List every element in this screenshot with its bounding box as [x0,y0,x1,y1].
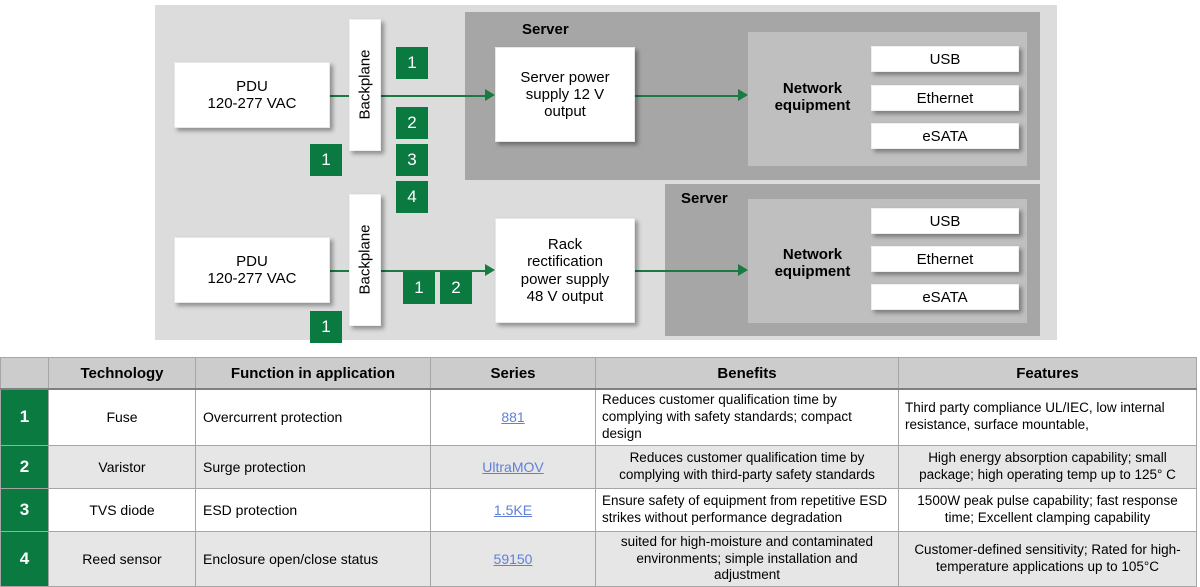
pdu-box-top: PDU 120-277 VAC [174,62,330,128]
arrow-rack-psu [485,264,495,276]
row-index-badge: 2 [0,444,49,489]
cell-features: High energy absorption capability; small… [898,444,1197,489]
wire-pdu-to-backplane-bottom [330,270,360,272]
col-header-features: Features [898,357,1197,390]
cell-series[interactable]: UltraMOV [430,444,596,489]
arrow-network-bottom [738,264,748,276]
psu-top-line2: supply 12 V [525,85,605,103]
cell-function: ESD protection [195,487,431,532]
network-equipment-label-bottom: Network equipment [755,246,870,281]
rack-rectification-psu-box: Rack rectification power supply 48 V out… [495,218,635,323]
wire-rack-to-network-bottom [635,270,745,272]
cell-series[interactable]: 1.5KE [430,487,596,532]
badge-rack-in-1: 1 [403,272,435,304]
table-row: 1 Fuse Overcurrent protection 881 Reduce… [0,388,1197,446]
cell-technology: Varistor [48,444,196,489]
badge-backplane-1: 1 [396,47,428,79]
port-esata-top: eSATA [871,123,1019,149]
psu-top-line1: Server power [520,68,610,86]
badge-backplane-3: 3 [396,144,428,176]
table-header-row: Technology Function in application Serie… [0,357,1197,390]
cell-features: Third party compliance UL/IEC, low inter… [898,388,1197,446]
wire-backplane-to-rack-bottom [370,270,490,272]
backplane-bottom-label: Backplane [356,224,374,295]
series-link[interactable]: UltraMOV [482,458,544,475]
badge-pdu-bottom-1: 1 [310,311,342,343]
arrow-psu-top [485,89,495,101]
badge-backplane-2: 2 [396,107,428,139]
row-index-badge: 3 [0,487,49,532]
pdu-bottom-line2: 120-277 VAC [207,270,297,287]
backplane-top: Backplane [349,19,381,151]
col-header-benefits: Benefits [595,357,899,390]
psu-bottom-line2: rectification [527,253,603,271]
port-ethernet-bottom: Ethernet [871,246,1019,272]
psu-bottom-line3: power supply [520,270,610,288]
cell-technology: Fuse [48,388,196,446]
backplane-bottom: Backplane [349,194,381,326]
col-header-series: Series [430,357,596,390]
series-link[interactable]: 1.5KE [493,501,533,518]
arrow-network-top [738,89,748,101]
port-ethernet-top: Ethernet [871,85,1019,111]
table-row: 2 Varistor Surge protection UltraMOV Red… [0,444,1197,489]
wire-backplane-to-psu-top [370,95,490,97]
psu-bottom-line4: 48 V output [526,287,604,305]
server-label-top: Server [522,21,569,38]
pdu-top-line1: PDU [236,77,268,95]
badge-rack-in-2: 2 [440,272,472,304]
cell-technology: TVS diode [48,487,196,532]
wire-psu-to-network-top [635,95,745,97]
network-equipment-label-top: Network equipment [755,80,870,115]
network-bottom-line1: Network [782,246,843,263]
series-link[interactable]: 881 [501,409,525,426]
cell-function: Overcurrent protection [195,388,431,446]
component-summary-table: Technology Function in application Serie… [0,357,1197,587]
network-top-line1: Network [782,80,843,97]
col-header-index [0,357,49,390]
network-bottom-line2: equipment [774,263,851,281]
col-header-technology: Technology [48,357,196,390]
cell-series[interactable]: 881 [430,388,596,446]
power-architecture-diagram: Server Server PDU 120-277 VAC PDU 120-27… [155,5,1057,343]
cell-benefits: Ensure safety of equipment from repetiti… [595,487,899,532]
cell-features: 1500W peak pulse capability; fast respon… [898,487,1197,532]
badge-pdu-top-1: 1 [310,144,342,176]
pdu-top-line2: 120-277 VAC [207,95,297,112]
port-usb-bottom: USB [871,208,1019,234]
psu-top-line3: output [544,103,586,121]
cell-benefits: Reduces customer qualification time by c… [595,388,899,446]
wire-pdu-to-backplane-top [330,95,360,97]
server-label-bottom: Server [681,190,728,207]
server-power-supply-box: Server power supply 12 V output [495,47,635,142]
port-usb-top: USB [871,46,1019,72]
cell-function: Surge protection [195,444,431,489]
psu-bottom-line1: Rack [547,236,583,253]
row-index-badge: 1 [0,388,49,446]
cell-benefits: Reduces customer qualification time by c… [595,444,899,489]
badge-backplane-4: 4 [396,181,428,213]
col-header-function: Function in application [195,357,431,390]
table-row: 3 TVS diode ESD protection 1.5KE Ensure … [0,487,1197,532]
port-esata-bottom: eSATA [871,284,1019,310]
pdu-box-bottom: PDU 120-277 VAC [174,237,330,303]
network-top-line2: equipment [774,97,851,115]
backplane-top-label: Backplane [356,49,374,120]
pdu-bottom-line1: PDU [236,252,268,270]
